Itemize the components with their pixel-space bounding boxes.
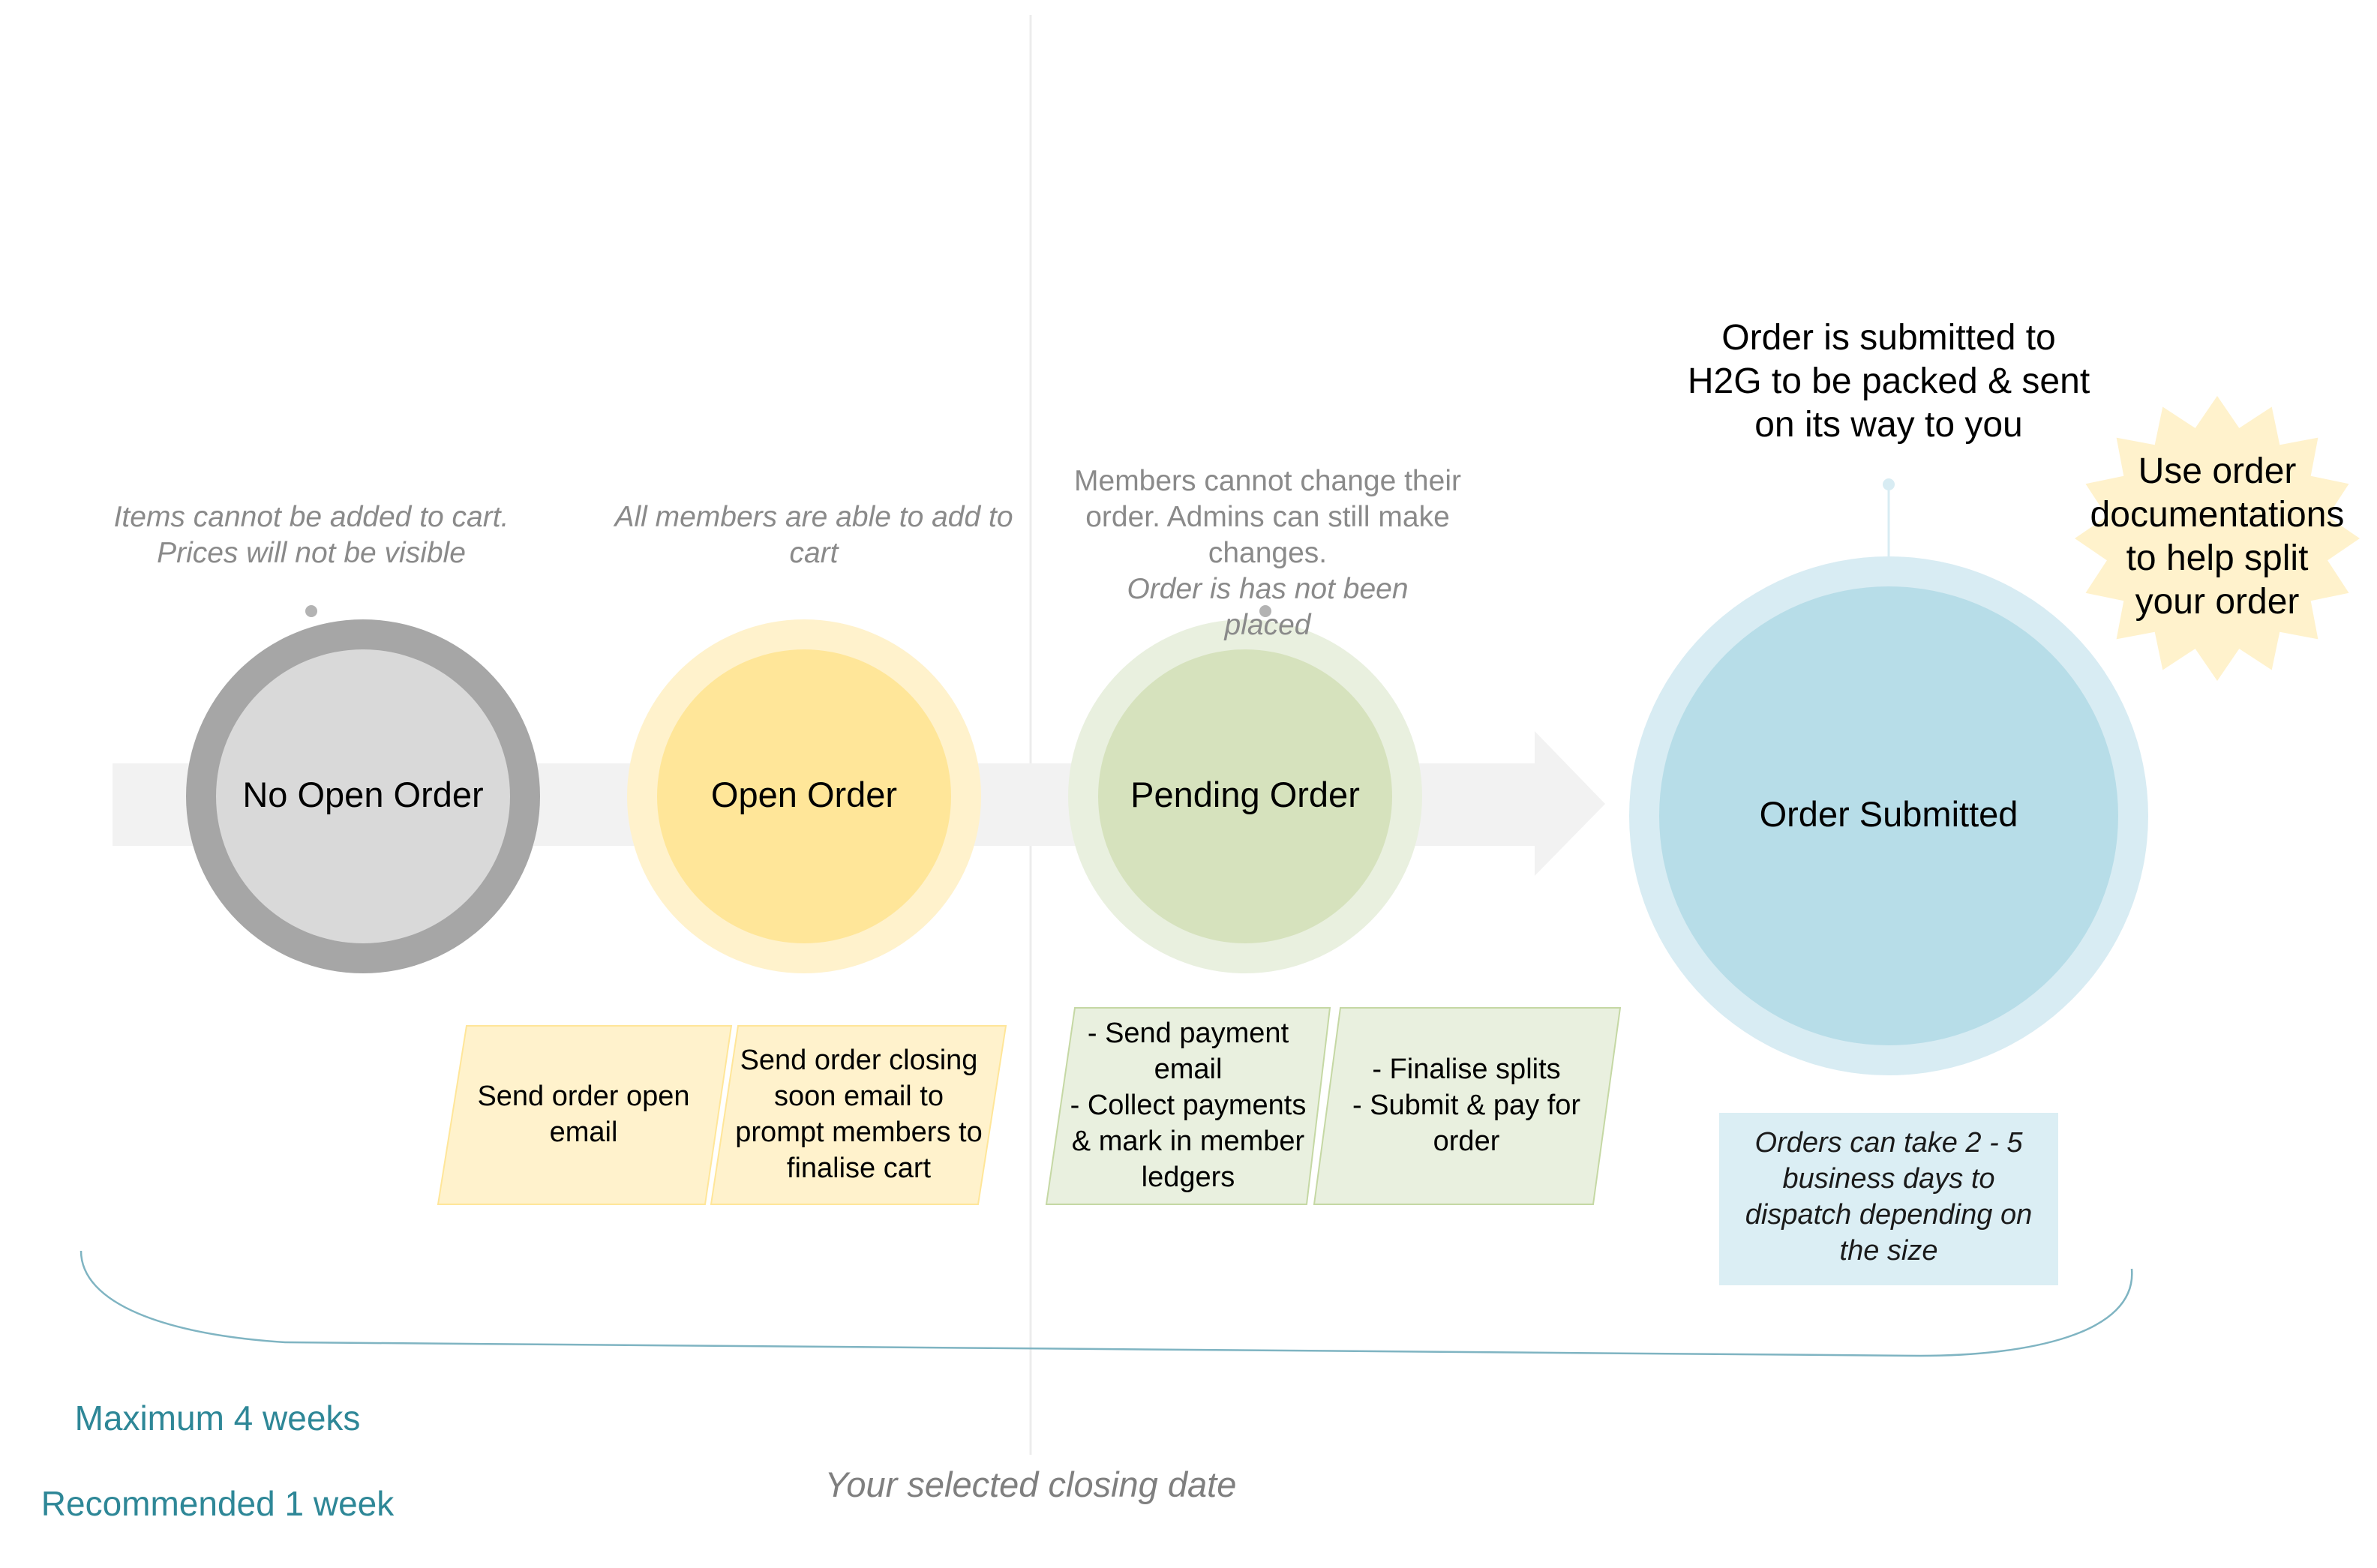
stage-circle-no-open-order	[216, 649, 510, 943]
note-order-submitted: Order is submitted to H2G to be packed &…	[1687, 318, 2090, 445]
task-payments: - Send payment email - Collect payments …	[1070, 1018, 1307, 1193]
dispatch-note: Orders can take 2 - 5 business days to d…	[1745, 1127, 2033, 1267]
closing-date-label: Your selected closing date	[824, 1465, 1237, 1504]
tip-text: Use order documentations to help split y…	[2090, 451, 2345, 622]
task-finalise: - Finalise splits - Submit & pay for ord…	[1352, 1054, 1581, 1157]
note-pin-pending-order	[1259, 605, 1271, 617]
diagram-shapes	[80, 15, 2360, 1455]
stage-circle-order-submitted	[1659, 586, 2118, 1045]
stage-label-no-open-order: No Open Order	[242, 775, 484, 814]
task-send-open-email: Send order open email	[477, 1081, 690, 1148]
task-box-send-open-email	[437, 1025, 733, 1205]
note-pin-order-submitted	[1883, 478, 1895, 490]
note-no-open-order: Items cannot be added to cart. Prices wi…	[113, 501, 509, 569]
task-box-send-closing-email	[710, 1025, 1007, 1205]
stage-label-order-submitted: Order Submitted	[1759, 794, 2018, 834]
stage-circle-pending-order	[1098, 649, 1392, 943]
note-pending-order: Members cannot change their order. Admin…	[1035, 427, 1500, 643]
duration-recommended: Recommended 1 week	[41, 1484, 395, 1523]
dispatch-note-box	[1719, 1113, 2058, 1285]
tip-starburst	[2075, 396, 2360, 681]
duration-brace	[80, 1250, 2133, 1357]
duration-label: Maximum 4 weeks Recommended 1 week	[15, 1354, 420, 1568]
order-lifecycle-diagram: Items cannot be added to cart. Prices wi…	[41, 15, 2360, 1523]
note-pending-order-italic: Order is has not been placed	[1127, 573, 1409, 641]
stage-label-open-order: Open Order	[710, 775, 898, 814]
task-box-payments	[1045, 1007, 1331, 1205]
note-pending-order-plain: Members cannot change their order. Admin…	[1074, 465, 1461, 569]
duration-max: Maximum 4 weeks	[74, 1399, 361, 1438]
task-send-closing-email: Send order closing soon email to prompt …	[735, 1045, 983, 1184]
stage-label-pending-order: Pending Order	[1130, 775, 1360, 814]
note-open-order: All members are able to add to cart	[614, 501, 1013, 569]
task-box-finalise	[1313, 1007, 1622, 1205]
stage-circle-open-order	[657, 649, 951, 943]
note-pin-no-open-order	[305, 605, 317, 617]
